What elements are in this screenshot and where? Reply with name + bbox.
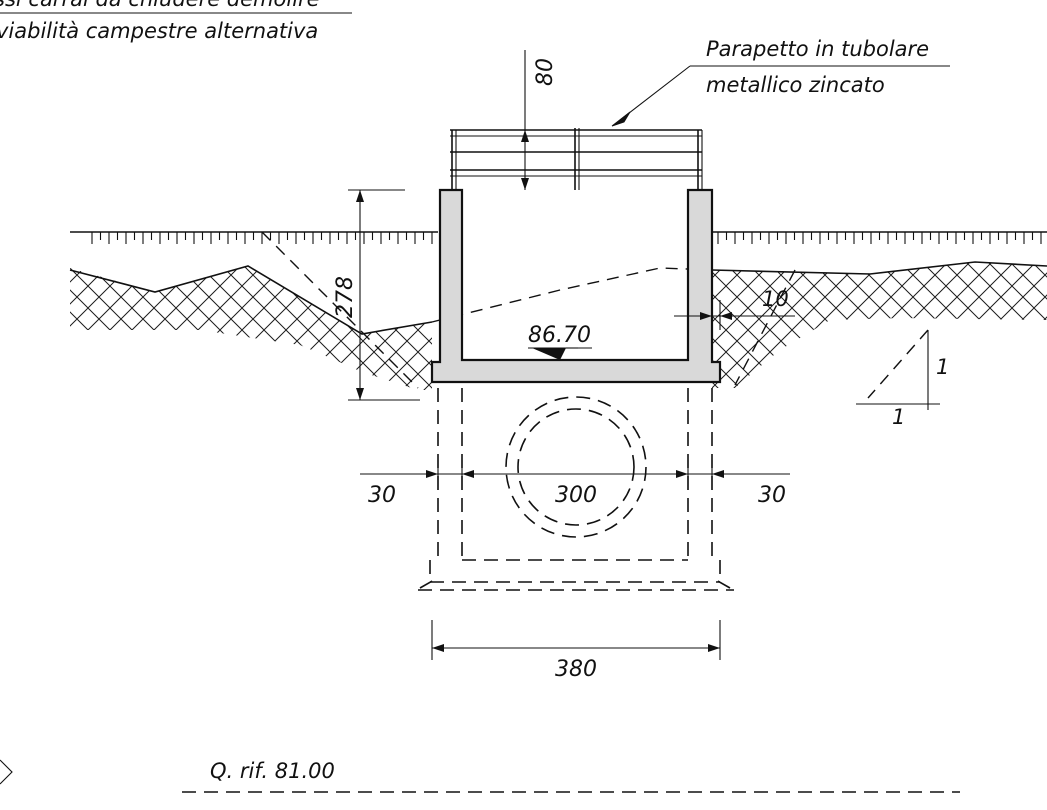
invert-elevation-marker: 86.70	[528, 323, 592, 360]
ground-left-hatch	[69, 265, 433, 390]
right-wall-value: 30	[758, 483, 786, 508]
parapet-label: Parapetto in tubolare metallico zincato	[611, 37, 950, 127]
ground-right-hatch	[711, 261, 1047, 388]
parapet-label-line2: metallico zincato	[706, 73, 885, 97]
ground-profile-right	[711, 261, 1047, 275]
dimension-box-height: 278	[333, 189, 420, 401]
dimension-base-width: 380	[431, 620, 721, 682]
dimension-wall-offset: 10	[674, 287, 795, 330]
existing-structure-dashed	[418, 388, 734, 591]
existing-pipe-inner	[517, 408, 635, 526]
left-wall-value: 30	[368, 483, 396, 508]
original-ground-left	[70, 231, 438, 244]
base-width-value: 380	[555, 657, 597, 682]
slope-vertical-value: 1	[936, 355, 949, 379]
slope-indicator: 1 1	[856, 329, 949, 429]
parapet-leader-line	[619, 65, 691, 121]
excavation-slope-lines	[261, 231, 796, 389]
existing-ground-dashed	[431, 267, 713, 323]
slope-horizontal-value: 1	[892, 405, 905, 429]
original-ground-right	[712, 231, 1047, 244]
inner-width-value: 300	[555, 483, 597, 508]
reference-marker-icon	[0, 759, 13, 785]
dimension-horizontal-walls: 30 300 30	[360, 460, 790, 508]
existing-pipe-outer	[505, 396, 647, 538]
concrete-box-culvert	[430, 188, 722, 384]
header-note: ssi carrai da chiudere demolire viabilit…	[0, 0, 352, 43]
parapet-railing	[450, 128, 703, 190]
invert-elevation-value: 86.70	[528, 323, 591, 348]
box-height-value: 278	[333, 276, 358, 318]
reference-level-label: Q. rif. 81.00	[210, 759, 335, 783]
dimension-parapet-height: 80	[521, 50, 558, 190]
reference-level: Q. rif. 81.00	[0, 759, 960, 793]
wall-offset-value: 10	[762, 287, 789, 311]
header-note-line2: viabilità campestre alternativa	[0, 19, 318, 43]
parapet-height-value: 80	[533, 58, 558, 86]
ground-profile-left	[69, 265, 433, 335]
parapet-label-line1: Parapetto in tubolare	[706, 37, 929, 61]
header-note-line1: ssi carrai da chiudere demolire	[0, 0, 320, 11]
